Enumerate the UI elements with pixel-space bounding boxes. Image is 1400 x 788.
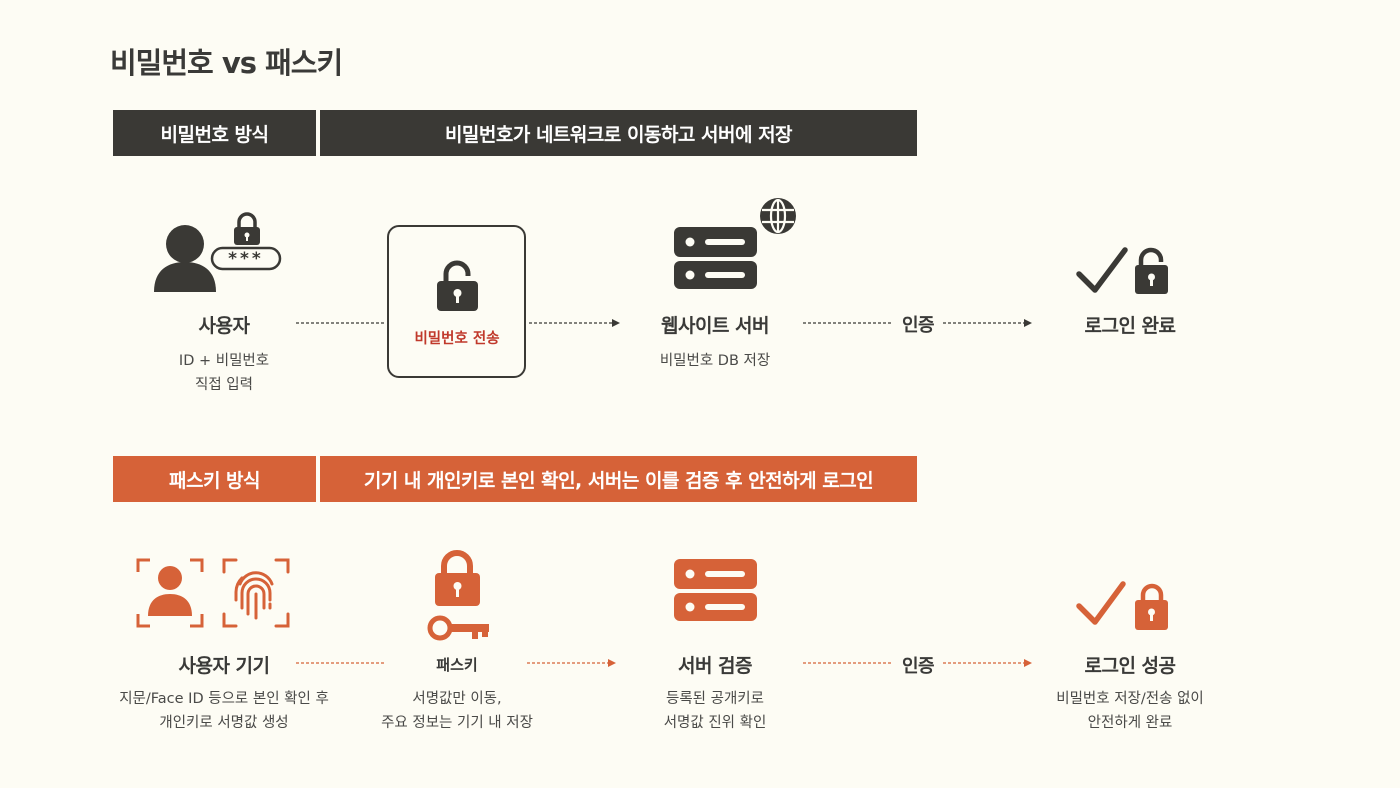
user-password-icon: *** xyxy=(154,212,282,292)
device-sub-line2: 개인키로 서명값 생성 xyxy=(159,715,289,731)
passkey-sub-line2: 주요 정보는 기기 내 저장 xyxy=(381,715,533,731)
passkey-icon xyxy=(427,550,489,641)
login-success-icon xyxy=(1076,581,1168,630)
server-label: 웹사이트 서버 xyxy=(661,315,770,337)
password-bar-left: 비밀번호 방식 xyxy=(113,110,316,156)
password-field xyxy=(210,246,282,271)
password-bar-right: 비밀번호가 네트워크로 이동하고 서버에 저장 xyxy=(320,110,917,156)
unlock-icon xyxy=(437,260,478,311)
lock-icon xyxy=(435,550,480,606)
server-verify-icon xyxy=(674,559,757,621)
password-mask: *** xyxy=(228,249,264,269)
user-label: 사용자 xyxy=(198,315,250,337)
device-sub-line1: 지문/Face ID 등으로 본인 확인 후 xyxy=(119,691,329,707)
transfer-label: 비밀번호 전송 xyxy=(414,331,500,347)
key-icon xyxy=(427,615,489,641)
passkey-bar-left: 패스키 방식 xyxy=(113,456,316,502)
lock-icon xyxy=(1135,583,1168,630)
device-auth-icons xyxy=(136,558,290,628)
login-complete-icon xyxy=(1076,247,1168,294)
unlock-icon xyxy=(1135,247,1168,294)
passkey-sub-line1: 서명값만 이동, xyxy=(412,691,502,707)
server-sub: 비밀번호 DB 저장 xyxy=(659,353,771,369)
device-label: 사용자 기기 xyxy=(178,655,270,677)
auth-label: 인증 xyxy=(901,315,935,336)
passkey-header: 패스키 방식 기기 내 개인키로 본인 확인, 서버는 이를 검증 후 안전하게… xyxy=(113,456,917,502)
lock-icon xyxy=(234,212,260,245)
fingerprint-icon xyxy=(222,558,290,628)
page-title: 비밀번호 vs 패스키 xyxy=(110,46,343,80)
user-icon xyxy=(154,225,216,292)
verify-label: 서버 검증 xyxy=(677,655,753,677)
globe-icon xyxy=(760,198,796,234)
user-sub-line2: 직접 입력 xyxy=(195,377,253,393)
user-sub-line1: ID + 비밀번호 xyxy=(178,353,270,369)
passkey-bar-right: 기기 내 개인키로 본인 확인, 서버는 이를 검증 후 안전하게 로그인 xyxy=(320,456,917,502)
success-label: 로그인 성공 xyxy=(1084,655,1176,677)
verify-sub-line1: 등록된 공개키로 xyxy=(666,691,764,707)
verify-sub-line2: 서명값 진위 확인 xyxy=(663,715,767,731)
success-sub-line1: 비밀번호 저장/전송 없이 xyxy=(1056,691,1204,707)
success-sub-line2: 안전하게 완료 xyxy=(1087,715,1173,731)
face-scan-icon xyxy=(136,558,204,628)
check-icon xyxy=(1076,581,1126,625)
passkey-auth-label: 인증 xyxy=(901,656,935,677)
result-label: 로그인 완료 xyxy=(1084,315,1176,337)
server-icon xyxy=(674,198,796,289)
passkey-label: 패스키 xyxy=(436,656,478,674)
check-icon xyxy=(1076,247,1128,293)
password-header: 비밀번호 방식 비밀번호가 네트워크로 이동하고 서버에 저장 xyxy=(113,110,917,156)
